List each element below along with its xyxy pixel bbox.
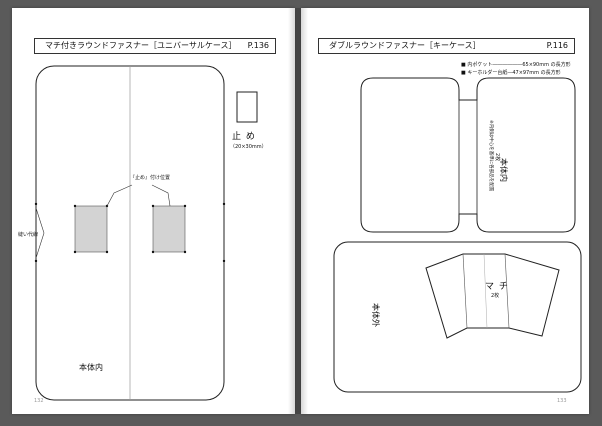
body-inner-count: 2枚 — [494, 153, 500, 162]
attach-position-label: 『止め』付け位置 — [130, 175, 171, 181]
body-inner-label-right: 本体内 — [499, 158, 508, 182]
left-pattern-drawing — [34, 65, 258, 401]
body-outer-label: 本体外 — [371, 303, 380, 327]
stopper-size: （20×30mm） — [230, 144, 267, 150]
stopper-sample — [236, 91, 258, 123]
book-gutter-shadow — [288, 8, 308, 414]
left-page-ref: P.136 — [247, 41, 269, 50]
stopper-label: 止 め — [232, 132, 256, 142]
key-case-body-outer-outline — [333, 241, 582, 393]
legend-item-key-holder: ■ キーホルダー台紙―47×97mm の長方形 — [461, 70, 561, 76]
attach-callout-left — [106, 184, 133, 207]
key-case-body-inner-outline — [360, 77, 576, 233]
right-pattern-drawing — [333, 77, 582, 393]
legend-item-inner-pocket: ■ 内ポケット――――――65×90mm の長方形 — [461, 62, 571, 68]
left-page-title: マチ付きラウンドファスナー［ユニバーサルケース］ — [45, 41, 237, 50]
body-inner-label-left: 本体内 — [79, 363, 103, 372]
gusset-outline — [425, 253, 560, 339]
stopper-position-left — [74, 205, 108, 253]
right-page-title: ダブルラウンドファスナー［キーケース］ — [329, 41, 481, 50]
right-page-header: ダブルラウンドファスナー［キーケース］ P.116 — [318, 38, 575, 54]
right-folio: 133 — [557, 398, 567, 404]
left-page: マチ付きラウンドファスナー［ユニバーサルケース］ P.136 — [12, 8, 295, 414]
body-inner-note: ※内側は中心を基準に各部品を配置 — [488, 120, 493, 192]
right-page-ref: P.116 — [546, 41, 568, 50]
stopper-position-right — [152, 205, 186, 253]
gusset-count: 2枚 — [491, 293, 500, 299]
gusset-label: マ チ — [485, 282, 509, 292]
sewing-label: 縫い代線 — [18, 232, 39, 238]
attach-callout-right — [151, 184, 171, 207]
left-folio: 132 — [34, 398, 44, 404]
left-page-header: マチ付きラウンドファスナー［ユニバーサルケース］ P.136 — [34, 38, 276, 54]
sewing-callout — [35, 207, 45, 259]
right-page: ダブルラウンドファスナー［キーケース］ P.116 ■ 内ポケット――――――6… — [301, 8, 589, 414]
